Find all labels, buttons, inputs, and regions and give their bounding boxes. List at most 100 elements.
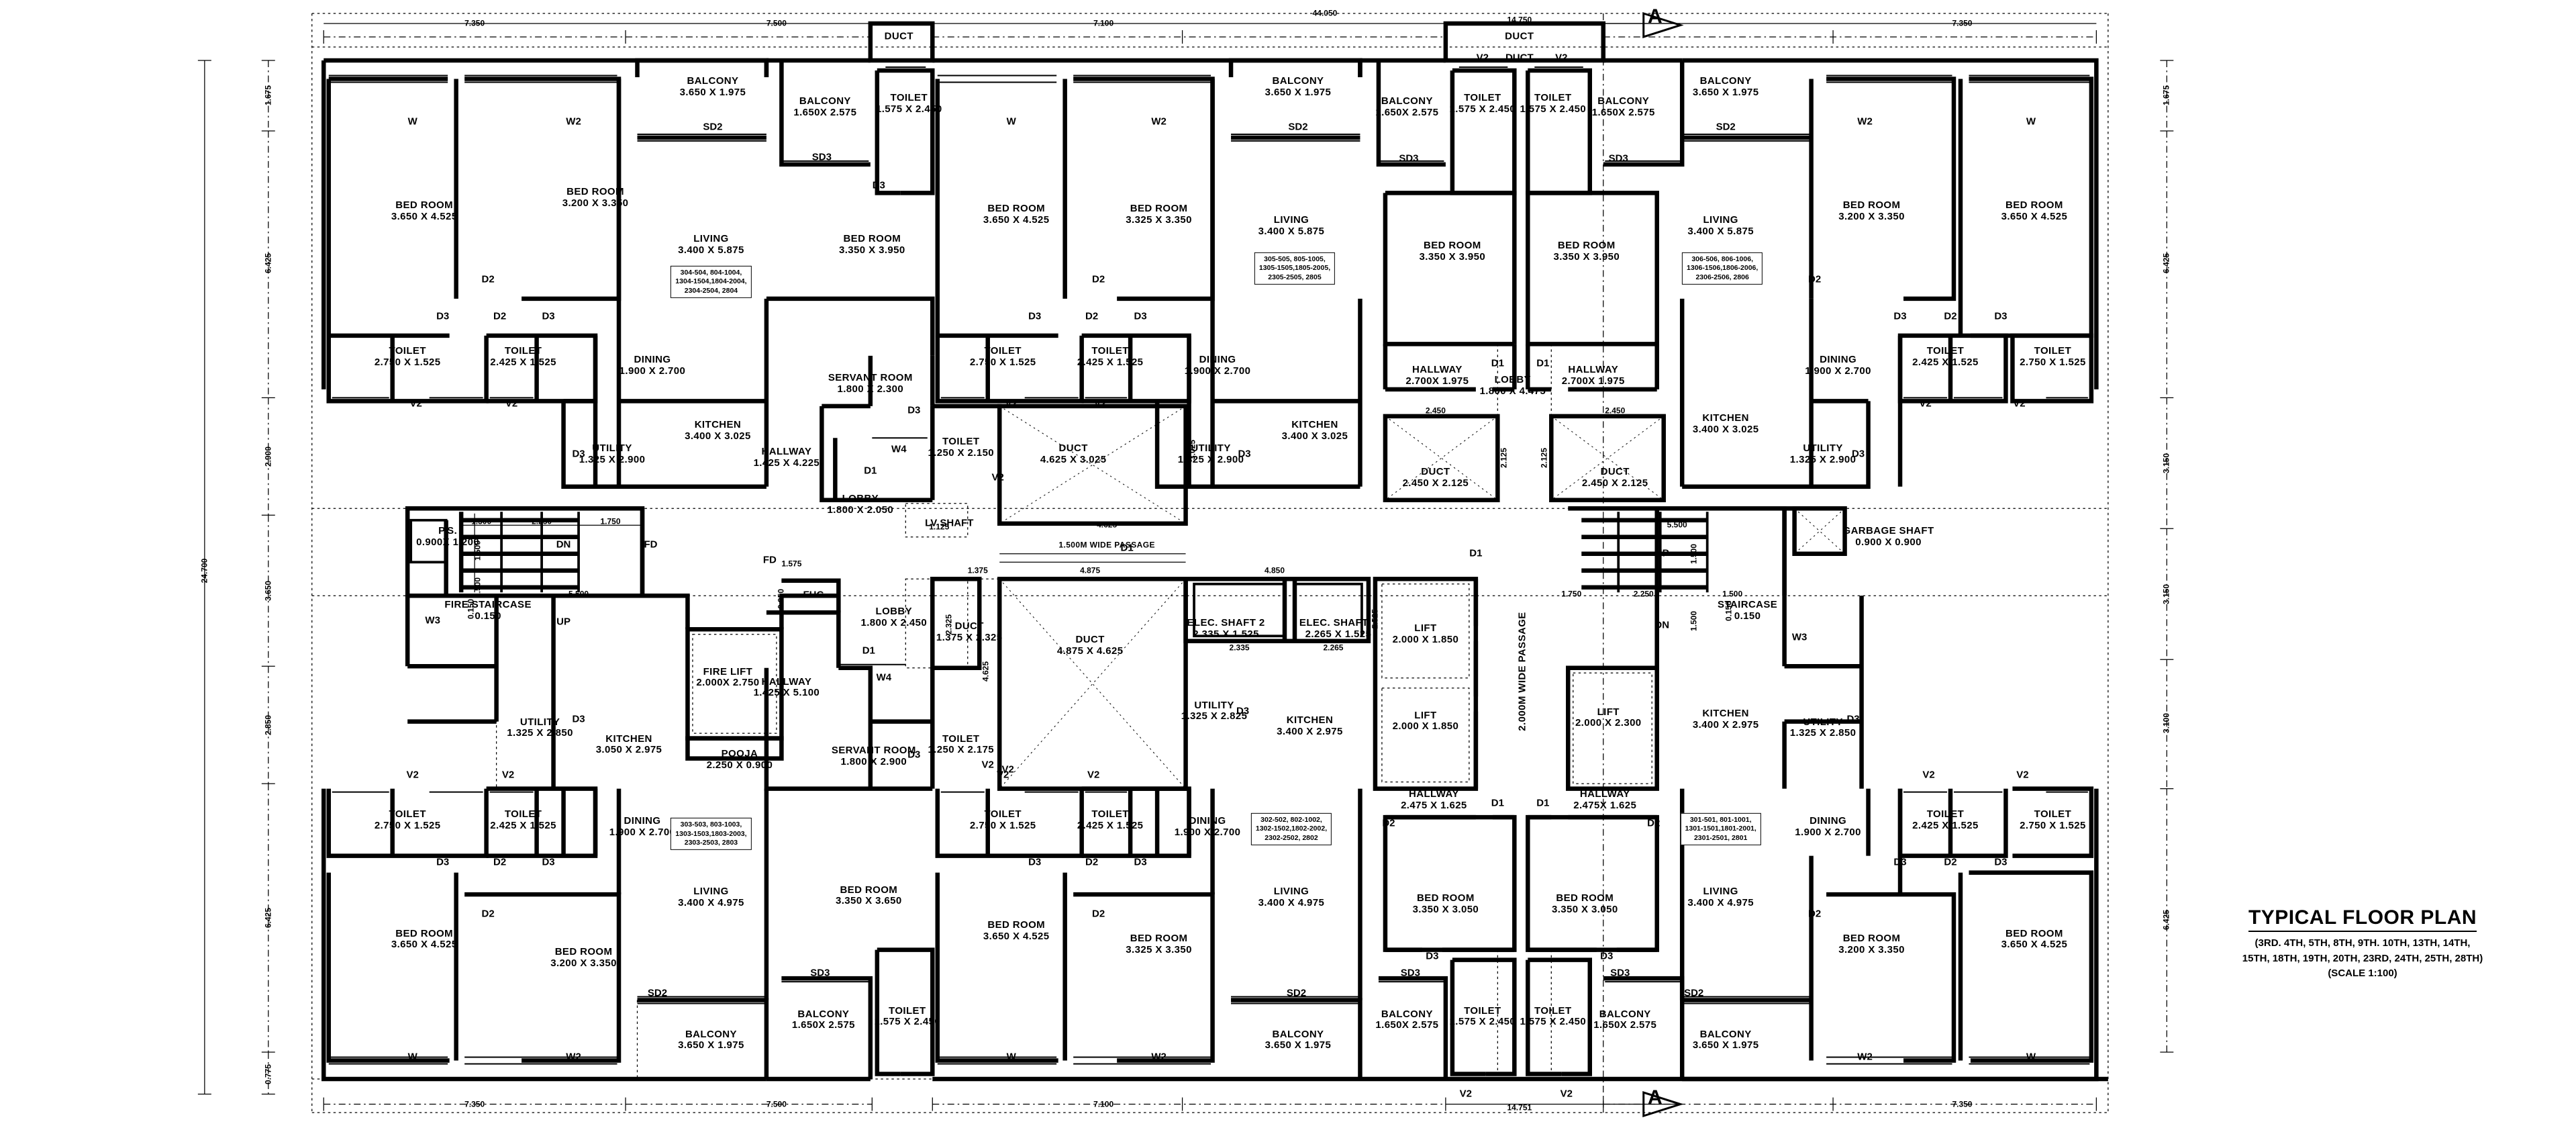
tag-d1-62: D1 <box>1536 797 1550 809</box>
tag-d3-72: D3 <box>1028 856 1042 868</box>
room-name: POOJA <box>721 748 758 760</box>
tag-w2-93: W2 <box>1151 1051 1167 1063</box>
room-size: 3.650 X 1.975 <box>678 1039 744 1051</box>
dimension-text: 3.650 <box>263 580 273 601</box>
room-name: KITCHEN <box>1702 708 1749 720</box>
room-size: 1.575 X 2.450 <box>1449 1016 1516 1028</box>
tag-d3-36: D3 <box>1851 448 1865 460</box>
dimension-text: 6.425 <box>2161 909 2171 930</box>
tag-d2-16: D2 <box>1085 310 1099 322</box>
room-size: 2.475X 1.625 <box>1573 800 1637 812</box>
unit-numbers-line: 2301-2501, 2801 <box>1693 833 1748 842</box>
room-name: BED ROOM <box>1417 892 1475 904</box>
tag-v2-54: V2 <box>406 769 419 781</box>
room-size: 2.475 X 1.625 <box>1401 800 1467 812</box>
room-label-duct-tc-5: DUCT <box>1505 31 1534 43</box>
tag-fhc-49: FHC <box>803 589 824 601</box>
unit-numbers-line: 305-505, 805-1005, <box>1264 254 1326 263</box>
right-dimension-chain <box>2160 60 2174 1053</box>
room-size: 1.575 X 2.450 <box>1520 103 1587 115</box>
dimension-text: 2.125 <box>1499 448 1509 469</box>
dimension-text: 2.335 <box>1229 642 1250 652</box>
room-size: 3.650 X 4.525 <box>391 210 458 222</box>
room-size: 1.425 X 5.100 <box>753 687 820 699</box>
unit-numbers-units-tm: 305-505, 805-1005,1305-1505,1805-2005,23… <box>1254 252 1336 285</box>
room-name: ELEC. SHAFT 2 <box>1187 617 1265 629</box>
tag-v2-56: V2 <box>981 759 994 771</box>
tag-d3-24: D3 <box>1238 448 1251 460</box>
room-name: BALCONY <box>1599 1008 1651 1020</box>
room-size: 1.650X 2.575 <box>1593 1019 1657 1031</box>
room-size: 1.325 X 2.825 <box>1181 710 1248 722</box>
apartment-top-left <box>321 58 769 489</box>
room-name: LIVING <box>693 886 729 898</box>
tag-d3-35: D3 <box>1994 310 2008 322</box>
room-size: 3.650 X 1.975 <box>1265 1039 1332 1051</box>
room-name: TOILET <box>389 808 426 820</box>
room-name: BALCONY <box>1381 95 1433 107</box>
tag-sd2-26: SD2 <box>1288 121 1308 133</box>
tag-d2-7: D2 <box>493 310 507 322</box>
room-size: 3.650 X 4.525 <box>983 214 1050 226</box>
room-name: BALCONY <box>799 95 851 107</box>
unit-numbers-units-br: 301-501, 801-1001,1301-1501,1801-2001,23… <box>1680 812 1761 845</box>
room-size: 3.400 X 4.975 <box>1258 897 1325 909</box>
left-dimension-chain <box>197 60 275 1095</box>
room-size: 0.150 <box>1734 610 1761 622</box>
unit-numbers-line: 2302-2502, 2802 <box>1265 833 1318 842</box>
room-name: ELEC. SHAFT 1 <box>1299 617 1377 629</box>
room-size: 2.250 X 0.900 <box>706 759 773 771</box>
dimension-text: 1.500 <box>473 577 483 598</box>
room-name: TOILET <box>1534 92 1572 104</box>
tag-v2-22: V2 <box>1093 397 1107 410</box>
tag-sd3-27: SD3 <box>1399 153 1419 165</box>
room-name: FIRE LIFT <box>703 665 753 677</box>
dimension-text: 7.100 <box>1093 1098 1114 1109</box>
tag-d2-69: D2 <box>493 856 507 868</box>
bottom-dimension-chain <box>323 1097 2097 1111</box>
tag-sd2-88: SD2 <box>1286 987 1307 999</box>
tag-v2-100: V2 <box>1555 52 1568 64</box>
tag-d3-52: D3 <box>572 713 585 725</box>
tag-d3-15: D3 <box>1028 310 1042 322</box>
tag-v2-96: V2 <box>1459 1088 1473 1100</box>
room-size: 3.325 X 3.350 <box>1126 214 1192 226</box>
dimension-text: 2.450 <box>1605 406 1626 416</box>
room-name: LIVING <box>1703 886 1738 898</box>
room-name: LIVING <box>1273 214 1309 226</box>
room-name: KITCHEN <box>694 419 742 431</box>
room-name: BED ROOM <box>840 884 898 896</box>
dimension-text: 1.500 <box>1722 589 1743 599</box>
room-size: 1.650X 2.575 <box>1375 1019 1439 1031</box>
tag-d3-33: D3 <box>1893 310 1907 322</box>
room-name: BED ROOM <box>554 946 613 958</box>
room-size: 1.650X 2.575 <box>793 106 857 118</box>
room-name: BED ROOM <box>987 203 1046 215</box>
unit-numbers-line: 1305-1505,1805-2005, <box>1258 264 1331 273</box>
room-name: KITCHEN <box>1291 419 1338 431</box>
tag-up-44: UP <box>556 616 571 628</box>
